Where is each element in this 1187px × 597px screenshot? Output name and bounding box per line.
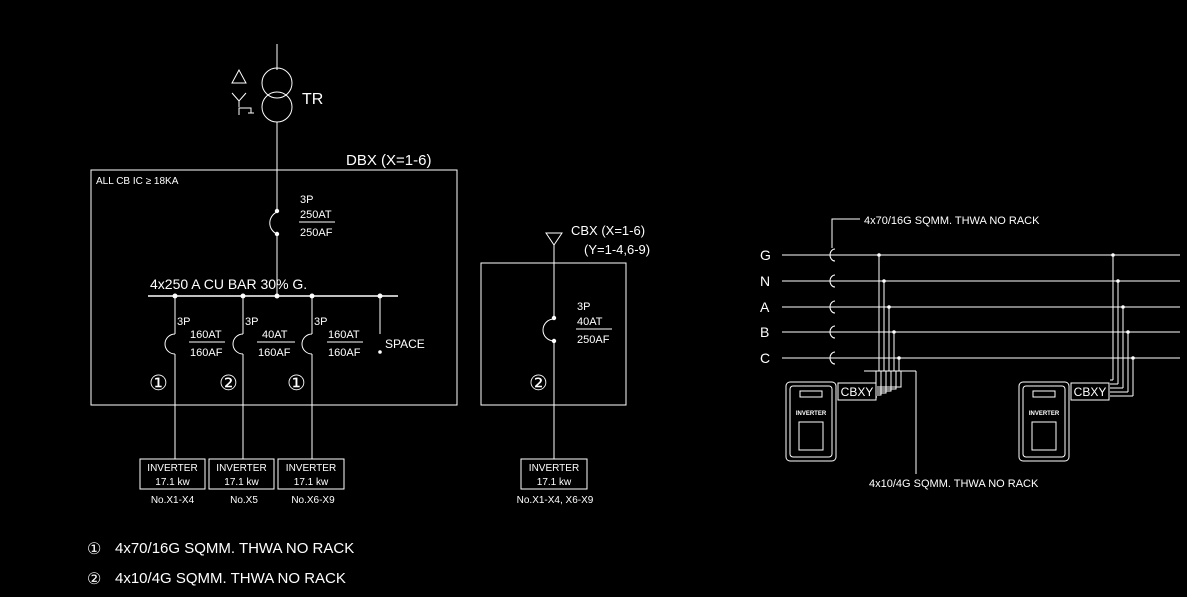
inverter-id: No.X5 <box>230 495 258 506</box>
cable-marker: ① <box>287 372 306 395</box>
svg-text:17.1 kw: 17.1 kw <box>155 477 190 488</box>
breaker-arc-icon <box>301 333 313 355</box>
inverter-1: INVERTER 17.1 kw No.X1-X4 <box>139 458 206 506</box>
svg-text:INVERTER: INVERTER <box>286 463 336 474</box>
cbx-subtitle: (Y=1-4,6-9) <box>584 242 650 257</box>
svg-text:40AT: 40AT <box>262 329 288 341</box>
top-cable-label: 4x70/16G SQMM. THWA NO RACK <box>864 215 1040 227</box>
main-breaker: 3P 250AT 250AF <box>269 194 335 239</box>
svg-text:160AF: 160AF <box>190 347 223 359</box>
inverter-id: No.X1-X4, X6-X9 <box>517 495 594 506</box>
source-triangle-icon <box>545 232 563 246</box>
top-cable-leader <box>831 218 860 248</box>
inverter-unit-2: INVERTER <box>1018 381 1070 462</box>
svg-text:INVERTER: INVERTER <box>147 463 197 474</box>
svg-text:3P: 3P <box>177 316 190 328</box>
legend-marker-1: ① <box>87 541 101 558</box>
svg-text:250AF: 250AF <box>300 227 333 239</box>
svg-text:3P: 3P <box>577 301 590 313</box>
dbx-note: ALL CB IC ≥ 18KA <box>96 176 179 187</box>
svg-text:17.1 kw: 17.1 kw <box>224 477 259 488</box>
tap-group-1 <box>864 253 917 474</box>
inverter-id: No.X1-X4 <box>151 495 195 506</box>
transformer-secondary-coil-icon <box>261 91 293 123</box>
cbx-panel: CBX (X=1-6) (Y=1-4,6-9) 3P 40AT 250AF ② <box>480 223 650 459</box>
breaker-arc-icon <box>542 318 555 342</box>
phase-diagram: 4x70/16G SQMM. THWA NO RACK G N A B C <box>760 215 1180 490</box>
svg-text:160AT: 160AT <box>328 329 360 341</box>
legend: ① 4x70/16G SQMM. THWA NO RACK ② 4x10/4G … <box>87 540 354 588</box>
delta-symbol-icon <box>231 68 247 84</box>
breaker-arc-icon <box>164 333 176 355</box>
svg-text:160AF: 160AF <box>328 347 361 359</box>
phase-label-g: G <box>760 247 771 263</box>
grounding-symbol-icon <box>238 107 252 115</box>
cbx-title: CBX (X=1-6) <box>571 223 645 238</box>
dbx-panel: DBX (X=1-6) ALL CB IC ≥ 18KA 3P 250AT 25… <box>90 152 458 459</box>
svg-text:INVERTER: INVERTER <box>216 463 266 474</box>
inverter-3: INVERTER 17.1 kw No.X6-X9 <box>277 458 345 506</box>
svg-text:17.1 kw: 17.1 kw <box>294 477 329 488</box>
inverter-id: No.X6-X9 <box>291 495 335 506</box>
svg-text:INVERTER: INVERTER <box>529 463 579 474</box>
cable-marker: ② <box>529 372 548 395</box>
branch-breaker-2: 3P 40AT 160AF ② <box>219 296 295 459</box>
phase-label-b: B <box>760 324 769 340</box>
svg-text:40AT: 40AT <box>577 316 603 328</box>
cable-marker: ② <box>219 372 238 395</box>
svg-text:17.1 kw: 17.1 kw <box>537 477 572 488</box>
svg-text:3P: 3P <box>314 316 327 328</box>
bus-bar-label: 4x250 A CU BAR 30% G. <box>150 276 307 292</box>
branch-breaker-1: 3P 160AT 160AF ① <box>149 296 225 459</box>
phase-label-n: N <box>760 273 770 289</box>
legend-text-1: 4x70/16G SQMM. THWA NO RACK <box>115 540 354 557</box>
inverter-unit-1: INVERTER <box>785 381 837 462</box>
svg-text:250AF: 250AF <box>577 334 610 346</box>
cbxy-box-2: CBXY <box>1070 382 1110 401</box>
breaker-arc-icon <box>232 333 244 355</box>
dbx-enclosure <box>90 169 458 406</box>
phase-label-c: C <box>760 350 770 366</box>
svg-text:3P: 3P <box>300 194 313 206</box>
cable-marker: ① <box>149 372 168 395</box>
transformer: TR <box>231 44 323 210</box>
svg-text:160AF: 160AF <box>258 347 291 359</box>
svg-text:INVERTER: INVERTER <box>1029 411 1060 417</box>
cbxy-box-1: CBXY <box>837 382 877 401</box>
cbx-inverter: INVERTER 17.1 kw No.X1-X4, X6-X9 <box>517 458 594 506</box>
legend-text-2: 4x10/4G SQMM. THWA NO RACK <box>115 570 346 587</box>
bottom-cable-label: 4x10/4G SQMM. THWA NO RACK <box>869 478 1039 490</box>
transformer-primary-coil-icon <box>261 67 293 99</box>
tap-group-2 <box>1110 253 1135 397</box>
svg-text:250AT: 250AT <box>300 209 332 221</box>
svg-text:160AT: 160AT <box>190 329 222 341</box>
svg-text:3P: 3P <box>245 316 258 328</box>
svg-text:CBXY: CBXY <box>1074 385 1107 399</box>
wye-symbol-icon <box>231 92 247 102</box>
svg-text:CBXY: CBXY <box>841 385 874 399</box>
transformer-label: TR <box>302 91 323 108</box>
branch-breaker-3: 3P 160AT 160AF ① <box>287 296 363 459</box>
breaker-arc-icon <box>269 211 278 235</box>
space-label: SPACE <box>385 337 425 351</box>
dbx-title: DBX (X=1-6) <box>346 152 431 169</box>
legend-marker-2: ② <box>87 571 101 588</box>
svg-text:INVERTER: INVERTER <box>796 411 827 417</box>
inverter-2: INVERTER 17.1 kw No.X5 <box>208 458 275 506</box>
phase-label-a: A <box>760 299 770 315</box>
